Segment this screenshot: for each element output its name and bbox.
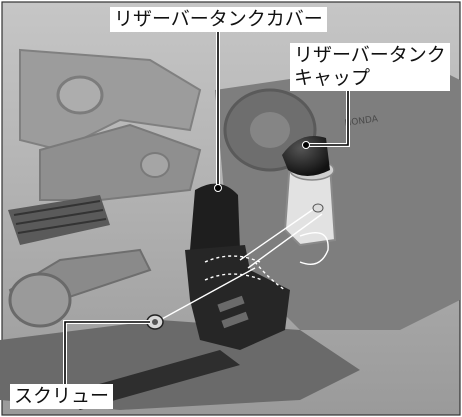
pivot-bolt bbox=[141, 153, 169, 177]
screw-head bbox=[152, 319, 158, 325]
reservoir-tank-cap-label: リザーバータンク キャップ bbox=[290, 43, 450, 91]
hose-clip bbox=[313, 204, 323, 212]
engine-cover-center bbox=[250, 112, 290, 148]
brake-pedal-pivot bbox=[10, 274, 70, 326]
reservoir-tank-cap-label-line2: キャップ bbox=[294, 67, 446, 90]
frame-bolt bbox=[58, 77, 102, 113]
reservoir-tank-cover-label: リザーバータンクカバー bbox=[110, 7, 327, 32]
reservoir-tank-cap-label-line1: リザーバータンク bbox=[294, 44, 446, 67]
screw-label: スクリュー bbox=[10, 384, 113, 409]
callout-dot-cap bbox=[303, 142, 310, 149]
callout-dot-cover bbox=[215, 185, 222, 192]
